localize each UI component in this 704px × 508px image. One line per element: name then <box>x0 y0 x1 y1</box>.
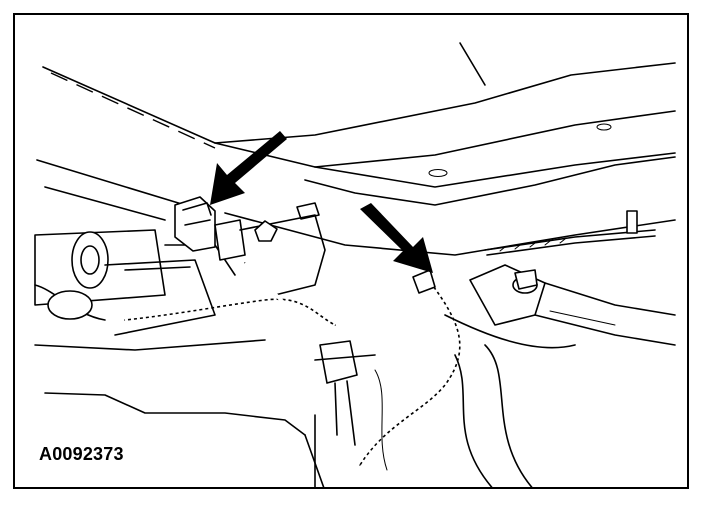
figure-id-label: A0092373 <box>37 444 126 465</box>
illustration-frame: A0092373 <box>13 13 689 489</box>
cowl-strip <box>484 210 656 256</box>
arrow-left <box>210 131 287 205</box>
wiring-harness <box>124 261 464 471</box>
engine-compartment-illustration <box>34 42 676 487</box>
hood-panel <box>36 42 676 256</box>
right-mount <box>34 264 676 487</box>
connector-bracket <box>174 196 326 296</box>
arrow-right <box>360 203 433 273</box>
